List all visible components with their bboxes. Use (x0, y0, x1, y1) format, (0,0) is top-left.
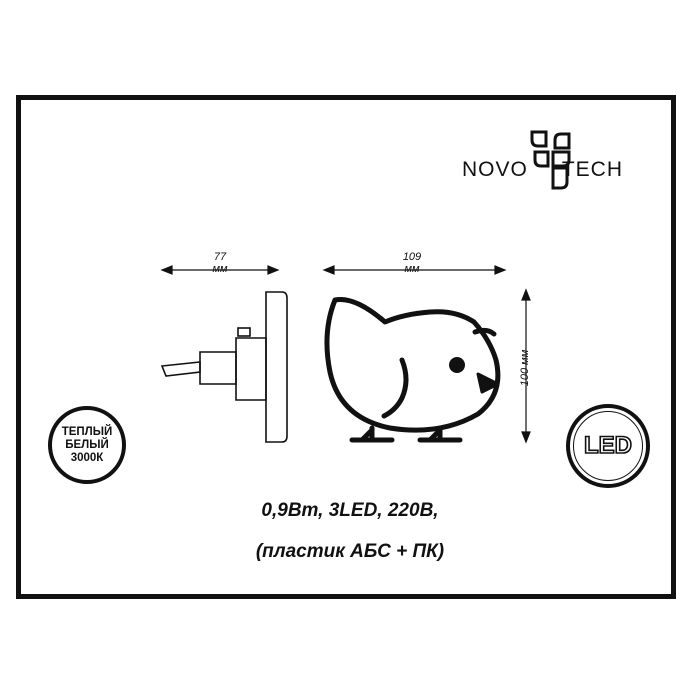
dimension-depth-line (160, 265, 280, 275)
brand-logo: NOVO TECH (462, 158, 623, 182)
badge-line-2: БЕЛЫЙ (65, 438, 109, 451)
dimension-width-line (322, 265, 507, 275)
spec-line-2: (пластик АБС + ПК) (255, 541, 445, 562)
badge-line-1: ТЕПЛЫЙ (61, 425, 113, 438)
led-badge: LED (566, 404, 650, 488)
led-label: LED (583, 431, 633, 460)
chick-eye (449, 357, 465, 373)
led-badge-inner: LED (573, 411, 643, 481)
dimension-height-line (521, 288, 531, 444)
depth-unit: мм (212, 263, 228, 275)
dimension-height-label: 100 мм (519, 338, 531, 398)
brand-leaf-icon (530, 130, 571, 190)
dimension-width-label: 109 мм (392, 251, 432, 275)
chick-drawing (324, 296, 501, 443)
width-unit: мм (404, 263, 420, 275)
spec-line-1: 0,9Вт, 3LED, 220В, (261, 500, 439, 521)
brand-text-right: TECH (561, 158, 624, 181)
color-temperature-badge: ТЕПЛЫЙ БЕЛЫЙ 3000К (48, 406, 126, 484)
page-frame (16, 95, 676, 599)
depth-value: 77 (213, 251, 227, 263)
height-unit: мм (519, 349, 531, 365)
badge-line-3: 3000К (70, 451, 104, 464)
brand-text-left: NOVO (462, 158, 528, 181)
height-value: 100 (519, 367, 531, 387)
dimension-depth-label: 77 мм (200, 251, 240, 275)
side-view-drawing (160, 291, 288, 443)
width-value: 109 (402, 251, 422, 263)
